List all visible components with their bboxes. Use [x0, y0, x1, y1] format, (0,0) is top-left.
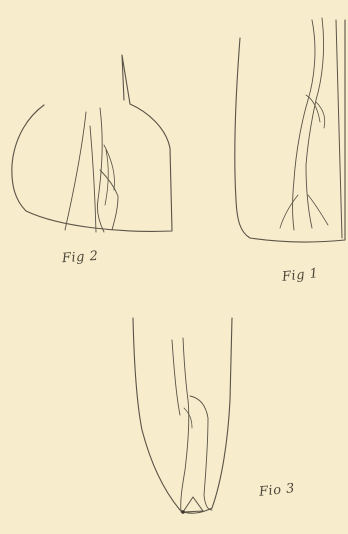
figure-1-vessel-main [293, 18, 324, 230]
figure-2-drawing [12, 55, 172, 232]
figure-2-caption: Fig 2 [62, 249, 99, 267]
figure-2-outline [12, 55, 172, 231]
figure-3-tip-dot [181, 510, 185, 514]
figure-2-vessel-a [65, 112, 96, 232]
figure-1-drawing [235, 18, 345, 242]
figure-3-vessel-b [190, 396, 212, 510]
figure-1-outline [235, 20, 345, 242]
figure-1-border-right [336, 20, 342, 238]
figure-2-vessel-c [104, 145, 115, 205]
figure-3-tip [183, 497, 203, 512]
figure-2-vessel-b [97, 108, 118, 232]
figure-3-vessel-a [172, 338, 189, 512]
figure-3-drawing [133, 318, 232, 514]
figure-3-vessel-c [184, 408, 192, 428]
